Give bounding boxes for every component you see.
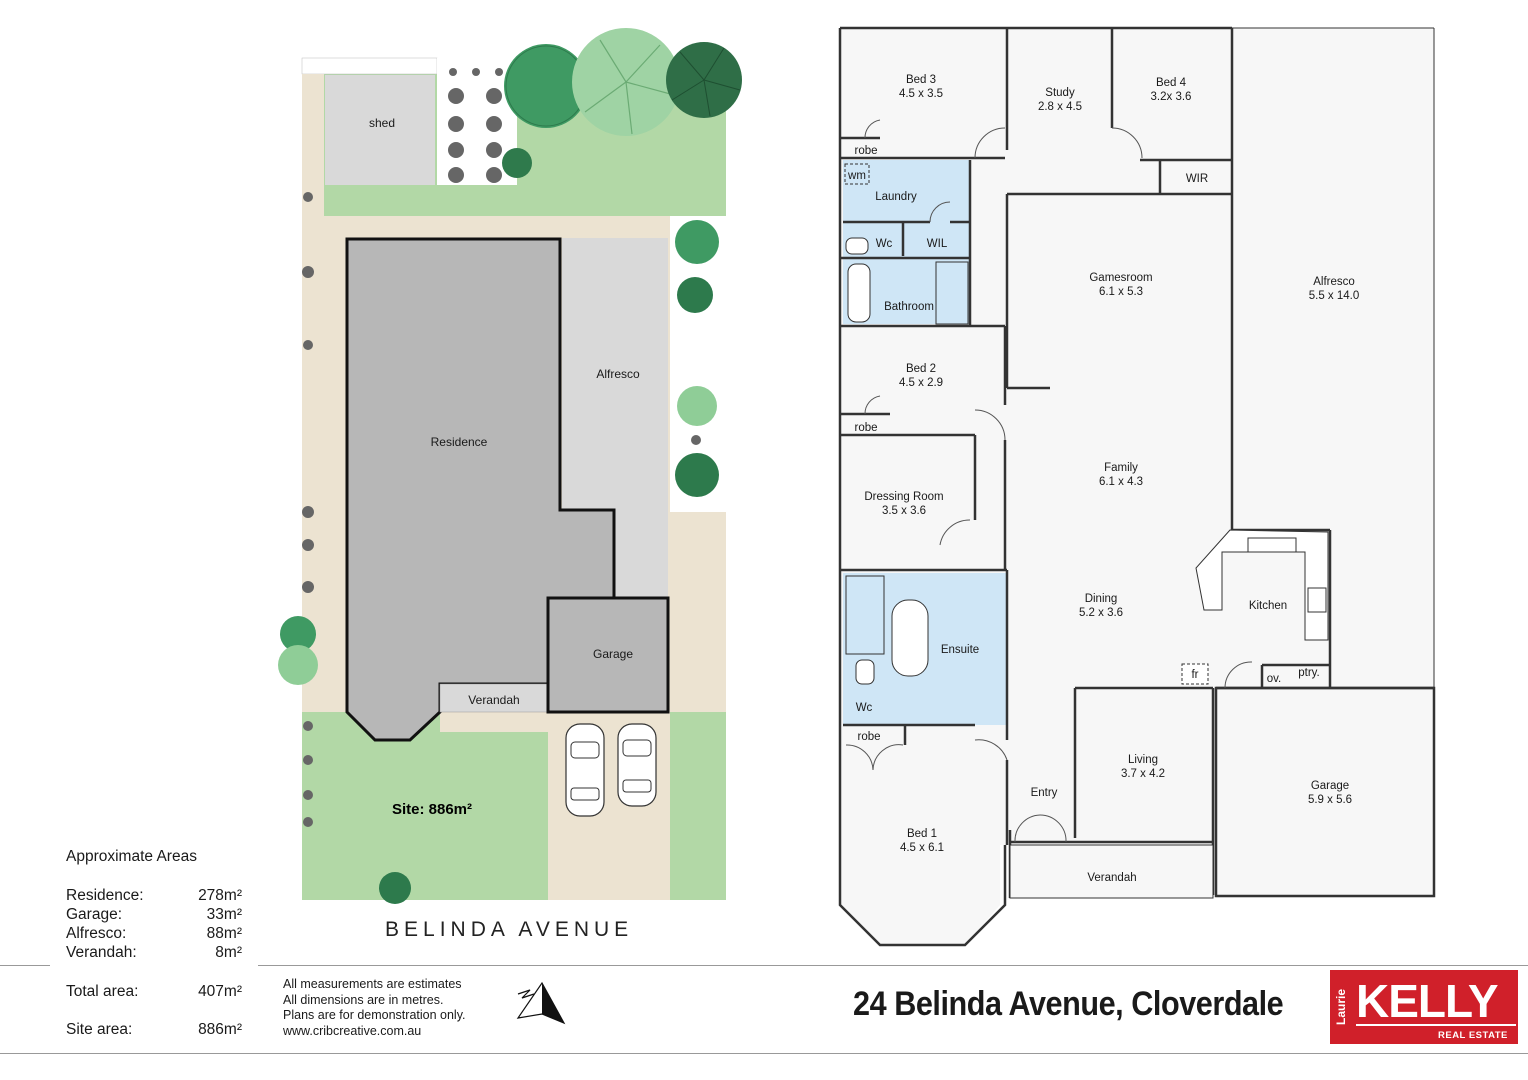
wc-label: Wc (856, 702, 873, 714)
living-label: Living (1128, 754, 1158, 766)
alfresco-dims: 5.5 x 14.0 (1309, 290, 1360, 302)
wc-label: Wc (876, 238, 893, 250)
garage-label: Garage (593, 647, 633, 661)
car-icon (617, 723, 657, 807)
family-dims: 6.1 x 4.3 (1099, 476, 1143, 488)
tree-icon (280, 616, 316, 652)
room-labels: Bed 3 4.5 x 3.5 Study 2.8 x 4.5 Bed 4 3.… (847, 74, 1359, 884)
alfresco-label: Alfresco (1313, 276, 1355, 288)
gamesroom-dims: 6.1 x 5.3 (1099, 286, 1143, 298)
shower-icon (935, 261, 969, 325)
walls (838, 26, 1436, 947)
toilet-icon (845, 237, 869, 255)
robe-label: robe (854, 422, 877, 434)
kitchen-label: Kitchen (1249, 600, 1287, 612)
verandah-area (439, 683, 549, 713)
gamesroom-label: Gamesroom (1089, 272, 1152, 284)
oven-label: ov. (1267, 673, 1282, 685)
cooktop-icon (1307, 587, 1327, 613)
dining-dims: 5.2 x 3.6 (1079, 607, 1123, 619)
north-arrow-icon (516, 981, 566, 1025)
tree-icon (675, 453, 719, 497)
areas-title: Approximate Areas (66, 848, 197, 865)
area-row: Verandah:8m² (66, 944, 242, 961)
tree-icon (677, 277, 713, 313)
total-area-row: Total area:407m² (66, 983, 242, 1000)
bed2-label: Bed 2 (906, 363, 936, 375)
site-area-label: Site: 886m² (392, 801, 472, 818)
alfresco-label: Alfresco (596, 367, 640, 381)
area-row: Residence:278m² (66, 887, 242, 904)
bathtub-icon (847, 263, 871, 323)
robe-label: robe (854, 145, 877, 157)
tree-icon (675, 220, 719, 264)
kelly-logo: Laurie KELLY REAL ESTATE (1330, 970, 1518, 1044)
family-label: Family (1104, 462, 1138, 474)
tree-icon (278, 645, 318, 685)
property-address: 24 Belinda Avenue, Cloverdale (853, 985, 1284, 1023)
disclaimer-notes: All measurements are estimates All dimen… (283, 977, 466, 1038)
shrub-icons (302, 68, 701, 827)
study-dims: 2.8 x 4.5 (1038, 101, 1082, 113)
washing-machine-icon (844, 163, 870, 185)
dressing-label: Dressing Room (864, 491, 943, 503)
wil-label: WIL (927, 238, 948, 250)
street-name: BELINDA AVENUE (385, 918, 634, 941)
entry-label: Entry (1031, 787, 1058, 799)
bathroom-label: Bathroom (884, 301, 934, 313)
ensuite-shower-icon (845, 575, 885, 655)
pantry-label: ptry. (1298, 667, 1320, 679)
verandah-label: Verandah (468, 693, 519, 707)
front-lawn (302, 712, 548, 900)
car-icon (565, 723, 605, 817)
bed4-dims: 3.2x 3.6 (1151, 91, 1192, 103)
bed4-label: Bed 4 (1156, 77, 1187, 89)
wm-label: wm (847, 170, 866, 182)
dressing-dims: 3.5 x 3.6 (882, 505, 926, 517)
site-plan: shed Residence Alfresco Garage Verandah … (278, 28, 742, 904)
garage-footprint (546, 596, 670, 714)
fridge-label: fr (1191, 669, 1198, 681)
garage-dims: 5.9 x 5.6 (1308, 794, 1352, 806)
bath-icon (891, 599, 929, 677)
study-label: Study (1045, 87, 1075, 99)
fridge-icon (1181, 663, 1209, 685)
tree-icon (502, 148, 532, 178)
tree-icon (379, 872, 411, 904)
garage-label: Garage (1311, 780, 1349, 792)
front-lawn-right (670, 712, 726, 900)
toilet-icon (855, 659, 875, 685)
wir-label: WIR (1186, 173, 1208, 185)
area-row: Garage:33m² (66, 906, 242, 923)
shed-label: shed (369, 116, 395, 130)
door-swings (845, 119, 1253, 843)
tree-icon (572, 28, 680, 136)
bed3-dims: 4.5 x 3.5 (899, 88, 943, 100)
ensuite-label: Ensuite (941, 644, 979, 656)
shed (325, 75, 435, 185)
verandah-label: Verandah (1087, 872, 1136, 884)
site-area-row: Site area:886m² (66, 1021, 242, 1038)
bed1-dims: 4.5 x 6.1 (900, 842, 944, 854)
sink-icon (1247, 537, 1297, 553)
robe-label: robe (857, 731, 880, 743)
tree-icon (666, 42, 742, 118)
laundry-label: Laundry (875, 191, 917, 203)
tree-icon (677, 386, 717, 426)
bed3-label: Bed 3 (906, 74, 936, 86)
residence-label: Residence (431, 435, 488, 449)
floor-plan: Bed 3 4.5 x 3.5 Study 2.8 x 4.5 Bed 4 3.… (838, 26, 1436, 947)
area-row: Alfresco:88m² (66, 925, 242, 942)
dining-label: Dining (1085, 593, 1118, 605)
bed1-label: Bed 1 (907, 828, 937, 840)
bed2-dims: 4.5 x 2.9 (899, 377, 943, 389)
living-dims: 3.7 x 4.2 (1121, 768, 1165, 780)
